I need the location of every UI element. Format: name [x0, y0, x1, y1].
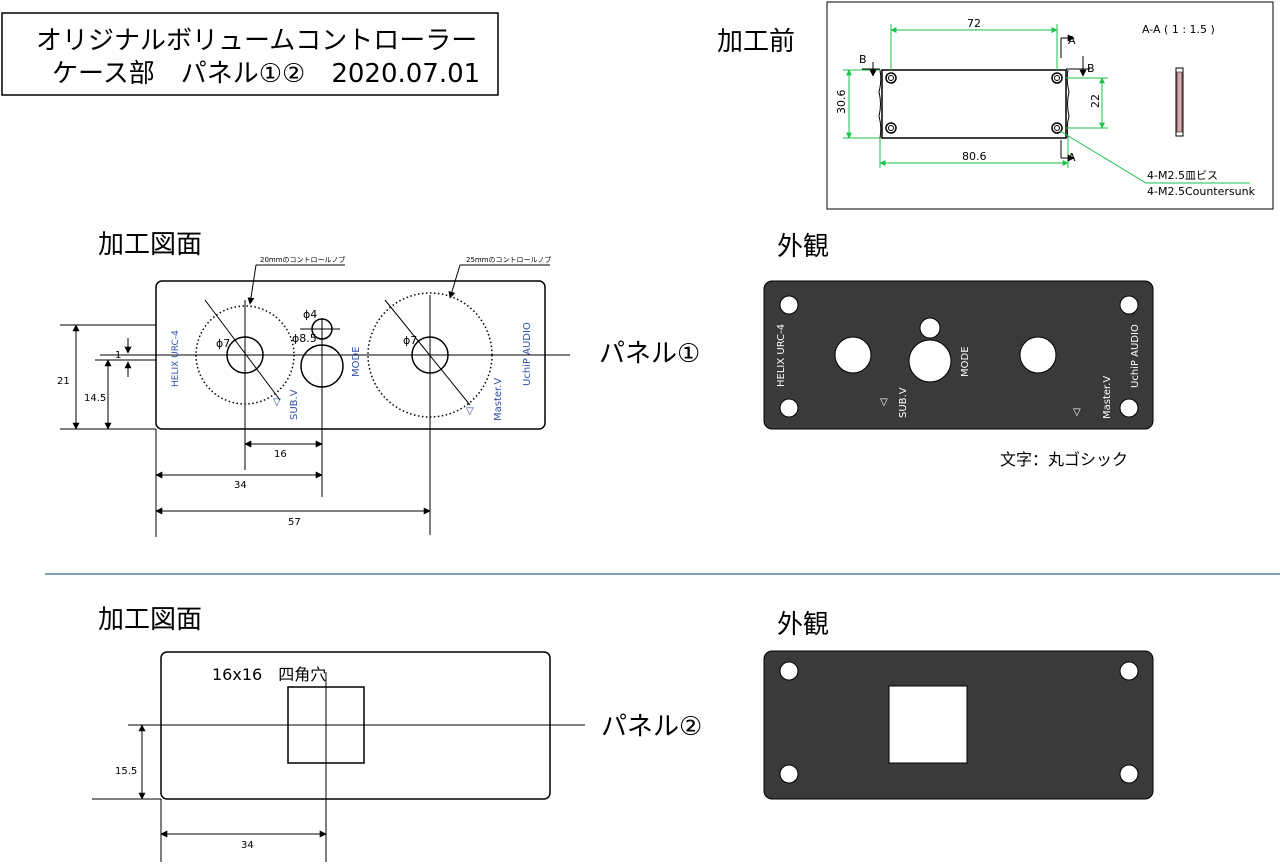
panel1-appearance: 外観 HELIX URC-4 SUB.V ▽ MODE Master.V ▽ U…: [763, 232, 1154, 469]
sub-volume-hole: [834, 336, 872, 374]
screw-hole-icon: [888, 75, 894, 81]
mount-hole-icon: [1119, 295, 1139, 315]
base-plate: [878, 69, 1070, 139]
title-line1: オリジナルボリュームコントローラー: [36, 26, 477, 56]
subv-triangle-icon: ▽: [273, 397, 281, 408]
label-phi4: ϕ4: [303, 308, 317, 321]
mount-hole-icon: [779, 295, 799, 315]
mode-print: MODE: [960, 346, 971, 377]
subv-print-triangle-icon: ▽: [880, 397, 888, 408]
mark-a-top: A: [1068, 34, 1076, 47]
panel1-appearance-label: 外観: [777, 232, 829, 262]
panel2-name: パネル②: [601, 712, 702, 742]
mark-a-bottom: A: [1068, 151, 1076, 164]
section-label: A-A ( 1 : 1.5 ): [1142, 23, 1215, 36]
square-cutout: [888, 685, 968, 764]
screw-note-en: 4-M2.5Countersunk: [1147, 185, 1256, 198]
section-markers: [862, 34, 1090, 162]
mount-hole-icon: [1119, 661, 1139, 681]
mode-switch-hole: [908, 339, 952, 383]
square-hole-label: 16x16 四角穴: [212, 665, 326, 684]
subv-print: SUB.V: [898, 387, 909, 418]
dim-34: 34: [234, 480, 247, 491]
dim-15-5: 15.5: [115, 766, 137, 777]
mount-hole-icon: [779, 661, 799, 681]
dim-1: 1: [115, 350, 121, 361]
panel1-drawing: 加工図面: [57, 230, 570, 537]
screw-hole-icon: [885, 122, 897, 134]
panel2-appearance: 外観: [763, 610, 1154, 800]
mount-hole-icon: [1119, 764, 1139, 784]
panel1-dark-plate: [763, 280, 1154, 430]
panel1-drawing-label: 加工図面: [98, 230, 202, 260]
mode-label: MODE: [351, 346, 362, 377]
panel2-drawing: 加工図面 16x16 四角穴 15.5 34: [92, 605, 585, 862]
mark-b-left: B: [859, 53, 867, 66]
section-view: [1175, 67, 1184, 137]
label-phi7-master: ϕ7: [403, 334, 417, 347]
led-hole: [919, 317, 941, 339]
dim-16: 16: [274, 449, 287, 460]
mark-b-right: B: [1087, 62, 1095, 75]
label-phi8-5: ϕ8.5: [292, 332, 317, 345]
screw-hole-icon: [1054, 125, 1060, 131]
helix-print: HELIX URC-4: [776, 324, 787, 387]
master-label: Master.V: [493, 378, 504, 421]
screw-hole-icon: [1054, 75, 1060, 81]
green-dimensions: [843, 24, 1250, 184]
master-volume-hole: [1019, 336, 1057, 374]
before-label: 加工前: [717, 27, 795, 57]
dim-34-p2: 34: [241, 840, 254, 851]
dim-80-6: 80.6: [962, 150, 987, 163]
screw-note-jp: 4-M2.5皿ビス: [1147, 169, 1218, 182]
panel1-name: パネル①: [599, 339, 700, 369]
screw-hole-icon: [1051, 72, 1063, 84]
dim-21: 21: [57, 376, 70, 387]
subv-label: SUB.V: [289, 389, 300, 420]
uchip-label: UchiP AUDIO: [522, 322, 533, 386]
mount-hole-icon: [1119, 398, 1139, 418]
helix-label: HELIX URC-4: [171, 330, 181, 387]
knob25-note: 25mmのコントロールノブ: [466, 255, 552, 264]
screw-hole-icon: [888, 125, 894, 131]
panel2-lines: [92, 672, 585, 862]
dim-14-5: 14.5: [84, 393, 106, 404]
master-print-triangle-icon: ▽: [1073, 407, 1081, 418]
dim-57: 57: [288, 517, 301, 528]
dim-72: 72: [967, 17, 981, 30]
master-triangle-icon: ▽: [466, 406, 474, 417]
mount-hole-icon: [779, 398, 799, 418]
title-line2: ケース部 パネル①② 2020.07.01: [52, 59, 480, 89]
mount-hole-icon: [779, 764, 799, 784]
screw-hole-icon: [885, 72, 897, 84]
dim-30-6: 30.6: [835, 90, 848, 115]
uchip-print: UchiP AUDIO: [1130, 324, 1141, 388]
panel2-appearance-label: 外観: [777, 610, 829, 640]
before-section: 加工前: [717, 1, 1274, 210]
knob20-note: 20mmのコントロールノブ: [260, 255, 346, 264]
label-phi7-sub: ϕ7: [216, 337, 230, 350]
font-note: 文字：丸ゴシック: [1000, 450, 1128, 469]
panel2-drawing-label: 加工図面: [98, 605, 202, 635]
screw-hole-icon: [1051, 122, 1063, 134]
title-box: オリジナルボリュームコントローラー ケース部 パネル①② 2020.07.01: [1, 12, 499, 96]
master-print: Master.V: [1102, 376, 1113, 419]
dim-22: 22: [1089, 94, 1102, 108]
panel1-dimensions: [72, 264, 550, 515]
